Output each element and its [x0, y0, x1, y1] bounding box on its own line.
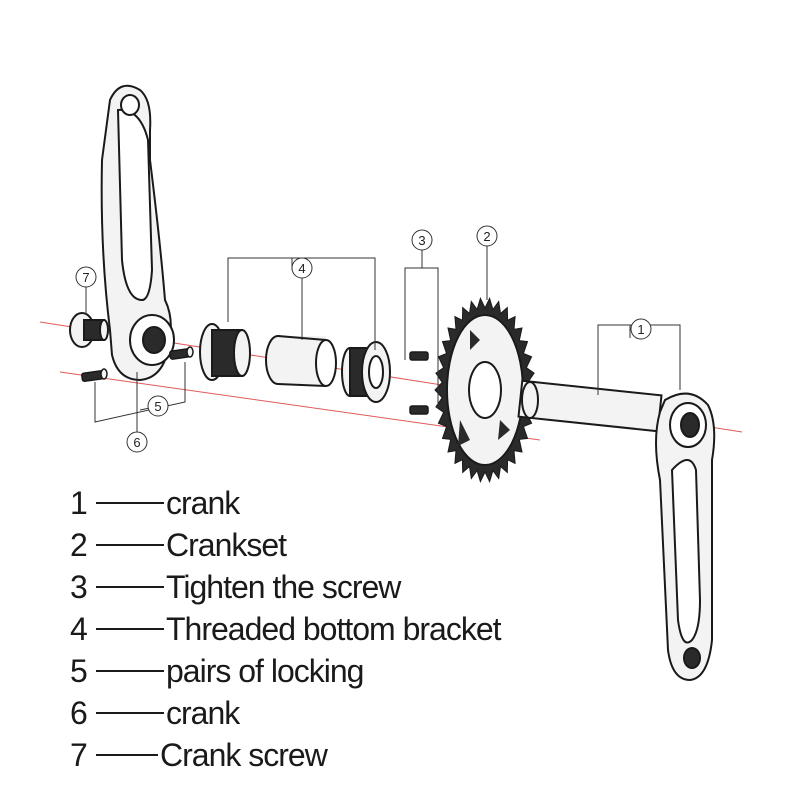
legend-label: crank — [166, 694, 240, 731]
legend-number: 7 — [70, 736, 88, 773]
locking-screw-pair — [81, 346, 194, 382]
legend-label: Threaded bottom bracket — [166, 610, 502, 647]
svg-text:7: 7 — [82, 270, 89, 285]
callout-3: 3 — [411, 229, 433, 251]
legend-number: 4 — [70, 610, 88, 647]
callout-7: 7 — [75, 266, 97, 288]
legend-dash — [96, 754, 158, 756]
parts-legend: 1 crank 2 Crankset 3 Tighten the screw 4… — [70, 482, 770, 776]
right-crank-with-spindle — [517, 379, 716, 682]
legend-row-6: 6 crank — [70, 692, 770, 734]
svg-text:3: 3 — [418, 233, 425, 248]
callout-markers: 1 2 3 4 5 6 7 — [75, 225, 652, 453]
callout-2: 2 — [476, 225, 498, 247]
legend-label: Crankset — [166, 526, 287, 563]
left-crank-arm — [100, 84, 175, 382]
legend-dash — [96, 502, 164, 504]
legend-dash — [96, 628, 164, 630]
crank-screw — [69, 312, 109, 348]
legend-number: 3 — [70, 568, 88, 605]
threaded-bottom-bracket — [199, 323, 391, 403]
callout-5: 5 — [147, 395, 169, 417]
legend-row-1: 1 crank — [70, 482, 770, 524]
callout-1: 1 — [630, 318, 652, 340]
legend-row-3: 3 Tighten the screw — [70, 566, 770, 608]
svg-text:5: 5 — [154, 399, 161, 414]
legend-dash — [96, 670, 164, 672]
chainring — [434, 297, 536, 483]
callout-6: 6 — [126, 431, 148, 453]
legend-number: 6 — [70, 694, 88, 731]
svg-text:6: 6 — [133, 435, 140, 450]
legend-dash — [96, 544, 164, 546]
svg-text:4: 4 — [298, 261, 305, 276]
legend-dash — [96, 712, 164, 714]
tighten-screws — [409, 351, 429, 415]
legend-row-5: 5 pairs of locking — [70, 650, 770, 692]
svg-text:2: 2 — [483, 229, 490, 244]
legend-label: crank — [166, 484, 240, 521]
legend-row-7: 7 Crank screw — [70, 734, 770, 776]
legend-label: Crank screw — [160, 736, 328, 773]
legend-row-4: 4 Threaded bottom bracket — [70, 608, 770, 650]
svg-text:1: 1 — [637, 322, 644, 337]
legend-number: 1 — [70, 484, 88, 521]
legend-number: 5 — [70, 652, 88, 689]
callout-4: 4 — [291, 257, 313, 279]
legend-number: 2 — [70, 526, 88, 563]
legend-label: pairs of locking — [166, 652, 364, 689]
legend-label: Tighten the screw — [166, 568, 401, 605]
legend-dash — [96, 586, 164, 588]
legend-row-2: 2 Crankset — [70, 524, 770, 566]
